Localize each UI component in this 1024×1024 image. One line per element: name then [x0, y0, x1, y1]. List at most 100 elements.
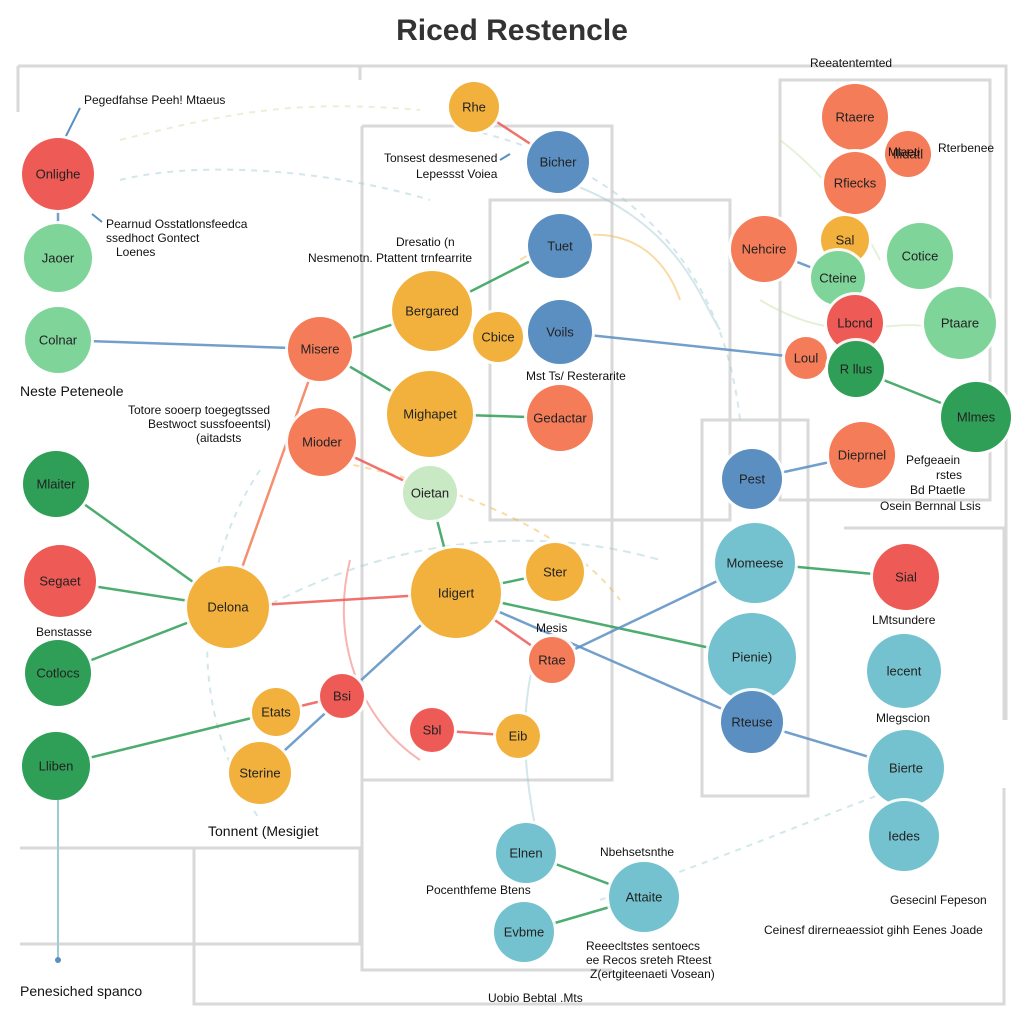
node-label: Bergared [405, 303, 458, 318]
node-idigert: Idigert [408, 545, 504, 641]
node-circle [229, 742, 291, 804]
node-label: Bsi [333, 688, 351, 703]
annotation-text: Gesecinl Fepeson [890, 893, 987, 907]
annotation-text: Neste Peteneole [20, 383, 124, 399]
node-onlighe: Onlighe [19, 135, 97, 213]
node-rilus: R llus [825, 338, 887, 400]
node-bicher: Bicher [524, 128, 592, 196]
node-circle [449, 82, 499, 132]
annotation-text: Dresatio (n [396, 235, 455, 249]
edge-colnar-misere [56, 338, 322, 351]
annotation-text: LMtsundere [872, 613, 936, 627]
node-evbme: Evbme [491, 899, 557, 965]
node-label: Cotlocs [36, 665, 80, 680]
node-oietan: Oietan [400, 463, 460, 523]
node-loul: Loul [782, 334, 830, 382]
node-label: Mlmes [957, 409, 996, 424]
node-label: Eib [509, 728, 528, 743]
node-circle [392, 271, 472, 351]
annotation-text: Lepessst Voiea [416, 167, 498, 181]
node-label: Ptaare [941, 315, 979, 330]
node-label: Nehcire [742, 241, 787, 256]
node-tuet: Tuet [525, 211, 595, 281]
node-ptaare: Ptaare [921, 284, 999, 362]
node-circle [473, 312, 523, 362]
node-circle [252, 688, 300, 736]
node-gedactar: Gedactar [524, 382, 596, 454]
node-circle [829, 422, 895, 488]
node-circle [23, 451, 89, 517]
annotation-text: Nbehsetsnthe [600, 845, 674, 859]
node-circle [868, 730, 944, 806]
annotation-text: Reeatentemted [810, 56, 892, 70]
annotation-text: Mlaeti [888, 145, 920, 159]
node-mioder: Mioder [285, 405, 359, 479]
node-label: Tuet [547, 238, 573, 253]
annotation-text: Tonnent (Mesigiet [208, 823, 319, 839]
edge-idigert-pienie [454, 591, 754, 659]
annotation-text: Pefgeaein [906, 453, 960, 467]
node-label: Delona [207, 599, 249, 614]
node-elnen: Elnen [493, 820, 559, 886]
node-label: Ilidatl [893, 146, 923, 161]
node-nehcire: Nehcire [728, 213, 800, 285]
node-circle [527, 131, 589, 193]
node-circle [411, 548, 501, 638]
node-pest: Pest [719, 446, 785, 512]
node-label: Mighapet [403, 406, 457, 421]
node-layer: OnligheJaoerColnarMlaiterSegaetCotlocsLl… [19, 79, 1014, 965]
annotation-text: Osein Bernnal Lsis [880, 499, 981, 513]
node-voils: Voils [525, 297, 595, 367]
node-circle [873, 544, 939, 610]
node-circle [885, 131, 931, 177]
node-bierte: Bierte [865, 727, 947, 809]
node-circle [867, 634, 941, 708]
node-label: Rhe [462, 99, 486, 114]
node-label: Sbl [423, 722, 442, 737]
node-circle [924, 287, 996, 359]
node-label: lecent [887, 663, 922, 678]
node-circle [22, 732, 90, 800]
node-label: Cteine [819, 270, 857, 285]
node-circle [869, 801, 939, 871]
node-circle [288, 317, 352, 381]
node-segaet: Segaet [21, 542, 99, 620]
node-circle [410, 708, 454, 752]
annotation-text: Benstasse [36, 625, 92, 639]
node-label: Idigert [438, 585, 475, 600]
annotation-text: Tonsest desmesened [384, 151, 497, 165]
annotation-text: Mst Ts/ Resterarite [526, 369, 626, 383]
node-label: Rfiecks [834, 175, 877, 190]
node-label: Loul [794, 350, 819, 365]
node-label: Mioder [302, 434, 342, 449]
node-circle [526, 543, 584, 601]
node-dieprnel: Dieprnel [826, 419, 898, 491]
node-misere: Misere [285, 314, 355, 384]
annotation-text: rstes [936, 468, 962, 482]
node-bsi: Bsi [317, 671, 367, 721]
node-label: Sterine [239, 765, 280, 780]
node-circle [715, 523, 795, 603]
node-attaite: Attaite [606, 859, 682, 935]
node-label: Sial [895, 569, 917, 584]
node-circle [827, 295, 883, 351]
node-circle [941, 382, 1011, 452]
node-circle [722, 449, 782, 509]
node-label: Misere [300, 341, 339, 356]
node-circle [288, 408, 356, 476]
node-circle [529, 637, 575, 683]
node-circle [811, 251, 865, 305]
node-label: Lliben [39, 758, 74, 773]
annotation-text: Z(ertgiteenaeti Vosean) [590, 967, 715, 981]
node-circle [320, 674, 364, 718]
node-lbcnd: Lbcnd [824, 292, 886, 354]
annotation-text: (aitadsts [196, 431, 241, 445]
node-circle [496, 714, 540, 758]
node-circle [785, 337, 827, 379]
annotation-text: Bestwoct sussfoeentsl) [148, 417, 271, 431]
node-circle [824, 152, 886, 214]
node-bergared: Bergared [389, 268, 475, 354]
annotation-text: Reeecltstes sentoecs [586, 939, 700, 953]
frame-layer [16, 64, 1008, 1006]
node-rhe: Rhe [446, 79, 502, 135]
